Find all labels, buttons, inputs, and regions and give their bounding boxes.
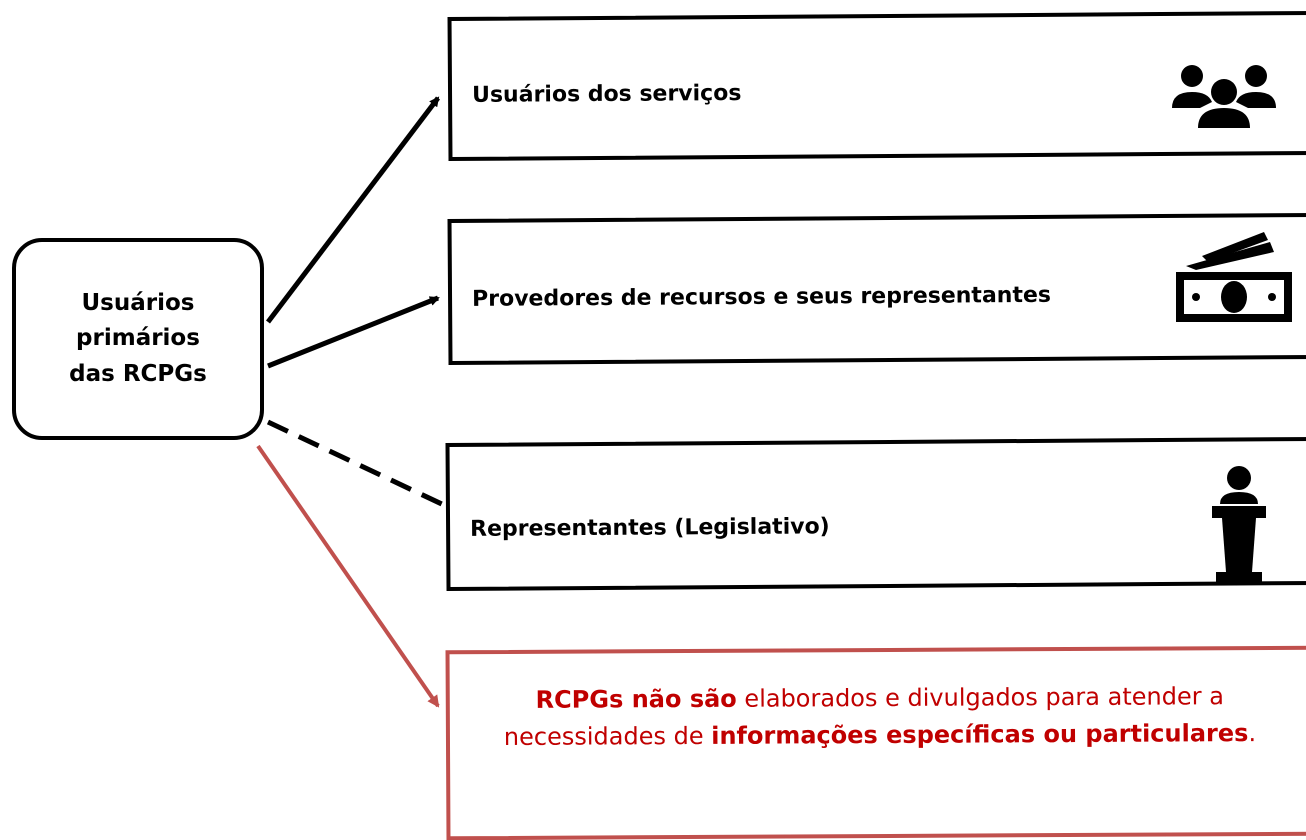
group-of-people-icon xyxy=(1170,62,1278,132)
primary-users-node: Usuários primários das RCPGs xyxy=(12,238,264,440)
arrow-to-provedores xyxy=(267,295,440,369)
arrow-to-usuarios-servicos xyxy=(266,96,440,324)
note-emphasis-2: informações específicas ou particulares xyxy=(711,719,1249,751)
speaker-podium-icon xyxy=(1208,464,1270,590)
service-users-label: Usuários dos serviços xyxy=(471,80,742,108)
money-bills-icon xyxy=(1168,226,1296,330)
note-box: RCPGs não são elaborados e divulgados pa… xyxy=(445,645,1306,840)
dashed-link-to-representantes xyxy=(266,419,448,509)
representatives-label: Representantes (Legislativo) xyxy=(470,514,830,542)
note-body-2: . xyxy=(1248,719,1257,748)
resource-providers-label: Provedores de recursos e seus representa… xyxy=(471,282,1052,312)
arrow-to-note xyxy=(256,444,440,708)
representatives-box: Representantes (Legislativo) xyxy=(445,436,1306,592)
note-text: RCPGs não são elaborados e divulgados pa… xyxy=(460,678,1300,757)
note-emphasis-1: RCPGs não são xyxy=(535,684,737,714)
primary-users-label: Usuários primários das RCPGs xyxy=(69,289,207,387)
